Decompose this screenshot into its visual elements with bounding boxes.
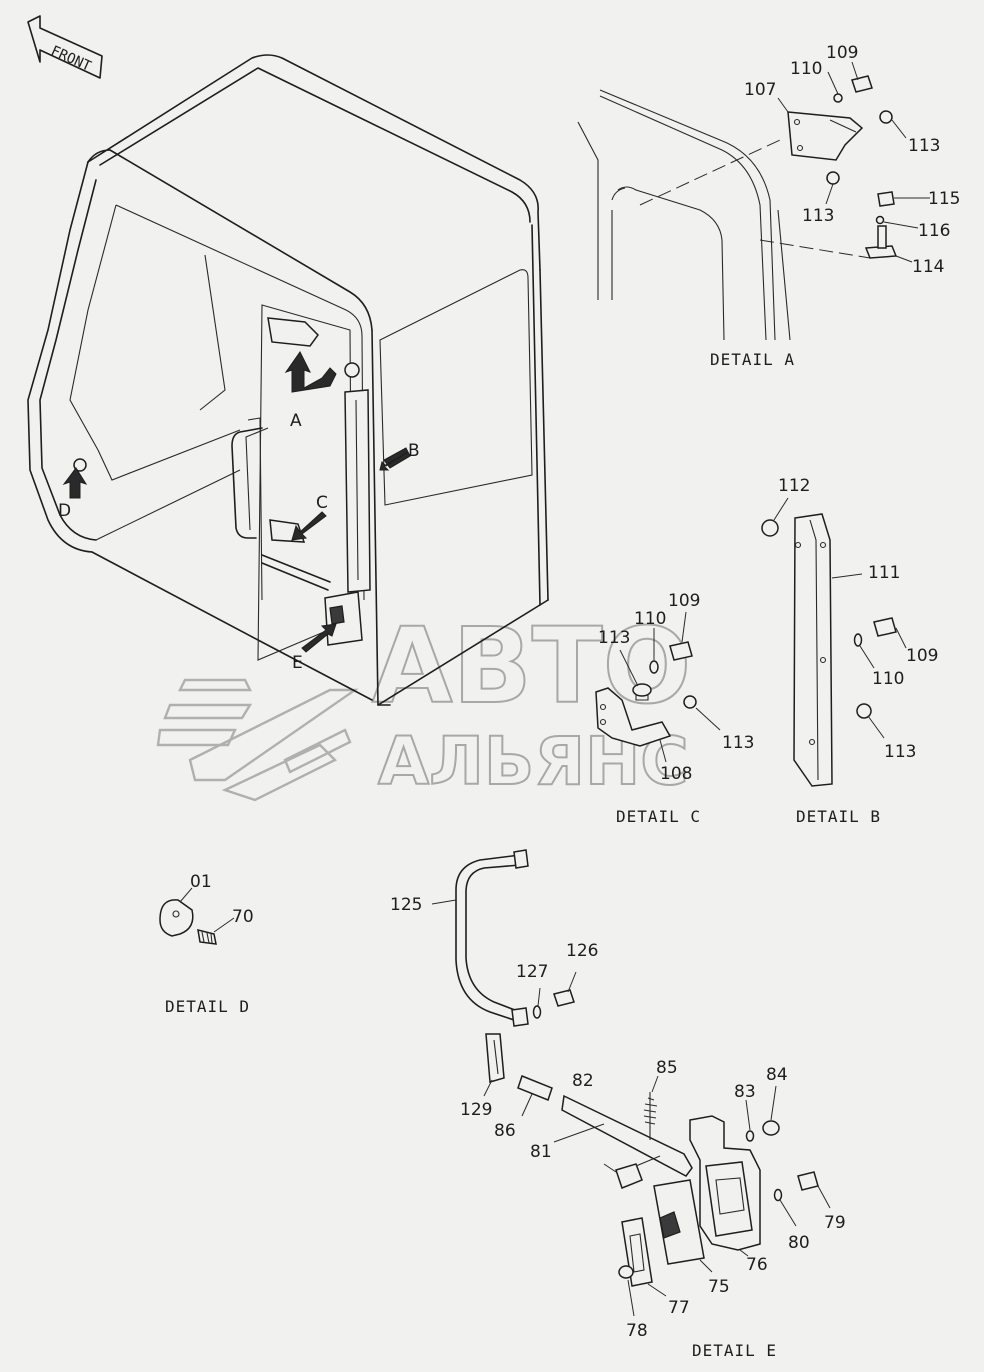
part-number-label: 112 [778, 476, 810, 496]
part-number-label: 82 [572, 1071, 594, 1091]
part-number-label: 109 [668, 591, 700, 611]
detail-d-part-labels: 01 70 [190, 872, 254, 927]
view-arrow-d-icon [62, 467, 88, 499]
part-number-label: 84 [766, 1065, 788, 1085]
detail-b-title: DETAIL B [796, 807, 881, 826]
part-number-label: 109 [906, 646, 938, 666]
detail-d: 01 70 DETAIL D [159, 872, 254, 1016]
part-number-label: 126 [566, 941, 598, 961]
view-label-b: B [408, 441, 420, 461]
part-number-label: 111 [868, 563, 900, 583]
detail-e-title: DETAIL E [692, 1341, 777, 1360]
cab-main-view [27, 54, 549, 706]
part-number-label: 75 [708, 1277, 730, 1297]
part-number-label: 76 [746, 1255, 768, 1275]
part-number-label: 127 [516, 962, 548, 982]
part-number-label: 110 [790, 59, 822, 79]
view-label-c: C [316, 493, 328, 513]
part-number-label: 85 [656, 1058, 678, 1078]
watermark-logo-icon [156, 678, 359, 802]
detail-c-title: DETAIL C [616, 807, 701, 826]
part-number-label: 116 [918, 221, 950, 241]
part-number-label: 110 [872, 669, 904, 689]
view-arrow-a-icon [284, 351, 337, 393]
part-number-label: 01 [190, 872, 212, 892]
part-number-label: 113 [722, 733, 754, 753]
part-number-label: 113 [908, 136, 940, 156]
part-number-label: 110 [634, 609, 666, 629]
view-arrow-c-icon [291, 511, 327, 541]
part-number-label: 129 [460, 1100, 492, 1120]
part-number-label: 83 [734, 1082, 756, 1102]
watermark-line1: АВТО [372, 605, 691, 727]
part-number-label: 107 [744, 80, 776, 100]
view-label-a: A [290, 411, 302, 431]
part-number-label: 115 [928, 189, 960, 209]
part-number-label: 125 [390, 895, 422, 915]
part-number-label: 113 [884, 742, 916, 762]
part-number-label: 114 [912, 257, 944, 277]
front-label: FRONT [48, 43, 94, 75]
view-label-e: E [292, 653, 303, 673]
part-number-label: 77 [668, 1298, 690, 1318]
part-number-label: 79 [824, 1213, 846, 1233]
part-number-label: 113 [598, 628, 630, 648]
front-direction-indicator: FRONT [27, 15, 103, 79]
view-arrow-b-icon [379, 447, 411, 471]
detail-d-title: DETAIL D [165, 997, 250, 1016]
part-number-label: 108 [660, 764, 692, 784]
detail-a-title: DETAIL A [710, 350, 795, 369]
part-number-label: 81 [530, 1142, 552, 1162]
view-label-d: D [58, 501, 71, 521]
part-number-label: 70 [232, 907, 254, 927]
part-number-label: 86 [494, 1121, 516, 1141]
part-number-label: 109 [826, 43, 858, 63]
part-number-label: 78 [626, 1321, 648, 1341]
front-arrow-icon [27, 15, 103, 79]
view-arrows: A B C D E [58, 351, 420, 673]
view-arrow-e-icon [301, 623, 337, 653]
part-number-label: 113 [802, 206, 834, 226]
part-number-label: 80 [788, 1233, 810, 1253]
